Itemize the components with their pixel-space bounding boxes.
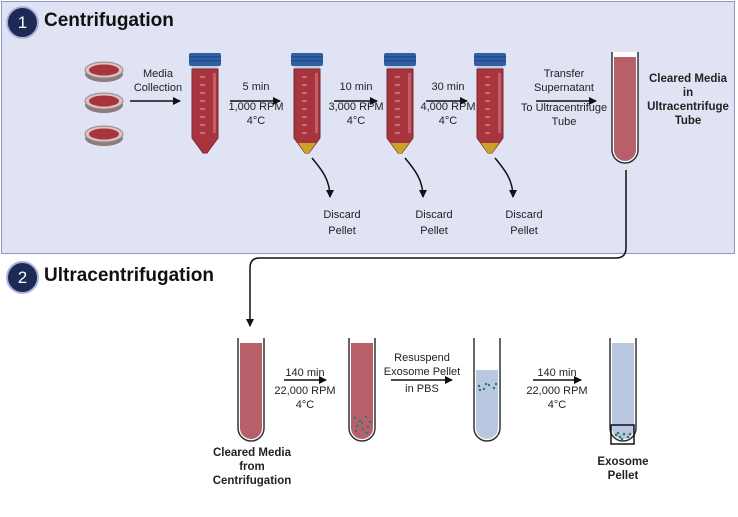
pellet-1 xyxy=(298,143,316,153)
section-2-badge: 2 xyxy=(6,261,39,294)
section-1-title: Centrifugation xyxy=(44,10,174,31)
conical-tube-2 xyxy=(290,52,324,154)
uc-tube-pbs-resuspended xyxy=(473,338,501,442)
pellet-3 xyxy=(481,143,499,153)
section-2-title: Ultracentrifugation xyxy=(44,265,214,286)
connector-arrow xyxy=(246,170,627,327)
uc-tube-exosome-pellet xyxy=(348,338,376,442)
ultracentrifuge-tube-cleared xyxy=(611,52,639,164)
petri-dish-2 xyxy=(84,92,124,114)
uc-tube-cleared-media xyxy=(237,338,265,442)
arrow-discard-1 xyxy=(311,157,334,198)
conical-tube-1 xyxy=(188,52,222,154)
petri-dish-3 xyxy=(84,125,124,147)
section-1-badge: 1 xyxy=(6,6,39,39)
pellet-highlight-box xyxy=(610,424,635,445)
arrow-discard-3 xyxy=(494,157,517,198)
petri-dish-1 xyxy=(84,61,124,83)
uc-tube-exosome-final xyxy=(609,338,637,445)
arrow-discard-2 xyxy=(404,157,427,198)
pellet-2 xyxy=(391,143,409,153)
